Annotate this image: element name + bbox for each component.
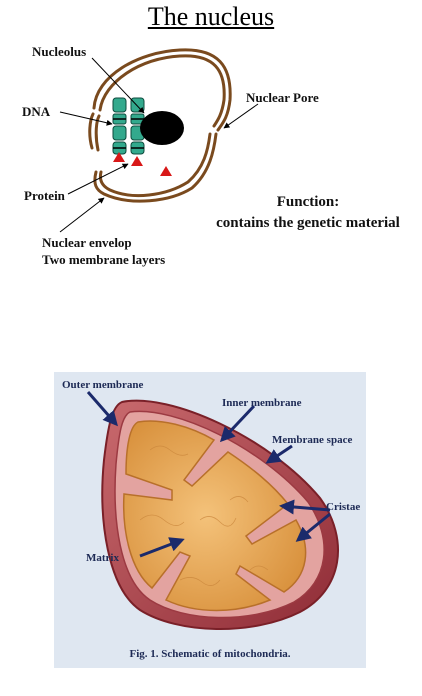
envelope-sub-label: Two membrane layers <box>42 252 166 267</box>
page-title: The nucleus <box>147 2 275 31</box>
membrane-space-label: Membrane space <box>272 434 353 446</box>
inner-membrane-label: Inner membrane <box>222 397 302 409</box>
dna-chromosome <box>112 97 145 155</box>
protein-markers <box>113 152 172 176</box>
cristae-label: Cristae <box>326 501 361 513</box>
dna-label: DNA <box>22 104 51 119</box>
nucleolus-label: Nucleolus <box>32 44 87 59</box>
nuclear-envelope <box>88 48 232 203</box>
matrix-label: Matrix <box>86 552 119 564</box>
protein-label: Protein <box>24 188 65 203</box>
figure-caption: Fig. 1. Schematic of mitochondria. <box>129 648 291 660</box>
nucleus-diagram <box>59 48 259 233</box>
nuclear-pore-label: Nuclear Pore <box>246 90 319 105</box>
envelope-label: Nuclear envelop <box>42 235 132 250</box>
nucleolus-shape <box>140 111 184 145</box>
function-text: contains the genetic material <box>216 215 400 231</box>
mitochondria-panel <box>54 372 366 668</box>
function-title: Function: <box>276 194 340 210</box>
outer-membrane-label: Outer membrane <box>62 379 144 391</box>
